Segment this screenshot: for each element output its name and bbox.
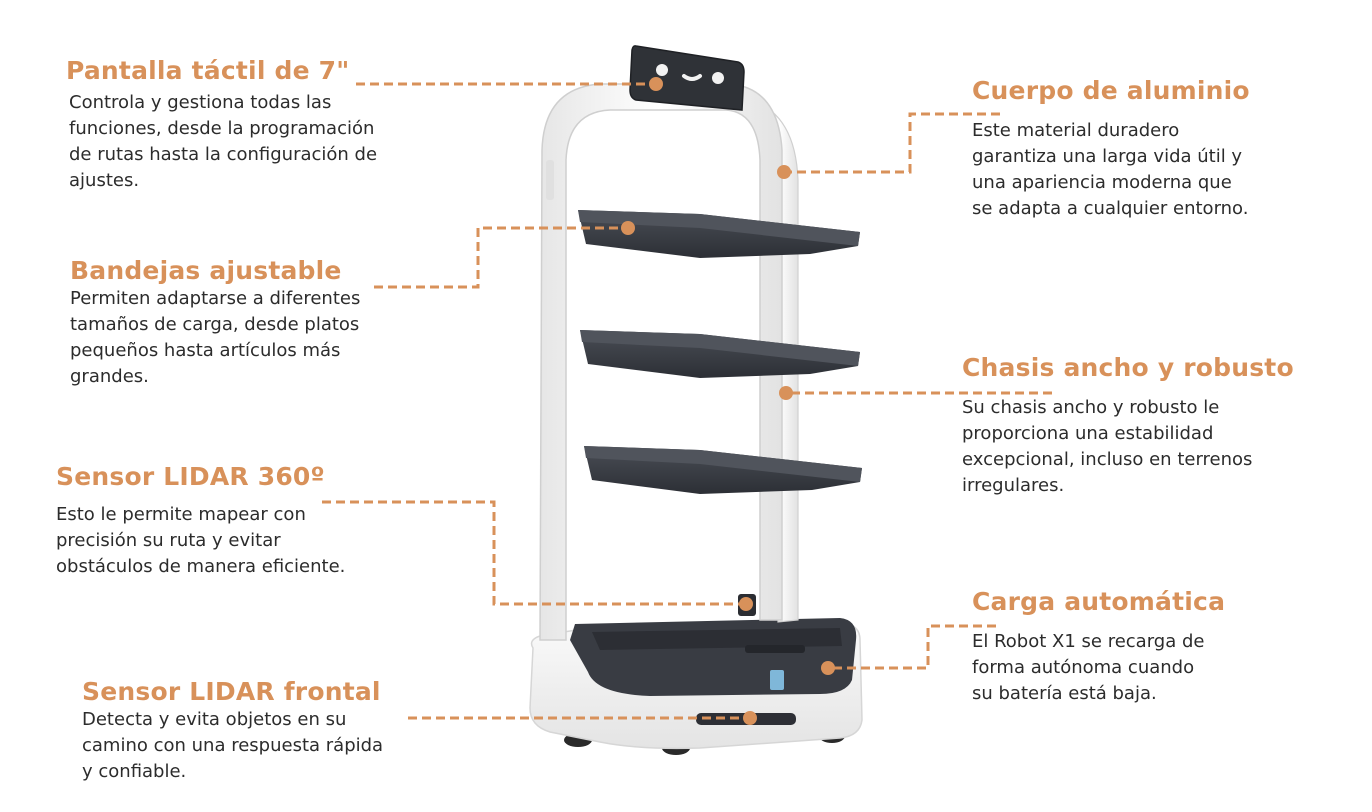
callout-description: Este material duradero garantiza una lar… — [972, 120, 1249, 219]
touchscreen — [629, 45, 745, 111]
callout-title: Cuerpo de aluminio — [972, 76, 1250, 105]
callout-trays: Bandejas ajustable Permiten adaptarse a … — [70, 256, 360, 390]
callout-description: Controla y gestiona todas las funciones,… — [69, 92, 378, 191]
connector-dots — [621, 77, 835, 725]
connector-lidar360 — [322, 500, 746, 606]
callout-title: Sensor LIDAR frontal — [82, 677, 381, 706]
connector-charging — [828, 624, 996, 670]
robot-base — [529, 594, 863, 750]
connector-trays — [374, 226, 628, 289]
callout-title: Carga automática — [972, 587, 1226, 616]
callout-description: Detecta y evita objetos en su camino con… — [82, 709, 384, 782]
callout-chassis: Chasis ancho y robusto Su chasis ancho y… — [962, 353, 1294, 499]
trays — [578, 210, 862, 494]
callout-description: Esto le permite mapear con precisión su … — [56, 504, 346, 577]
callout-title: Sensor LIDAR 360º — [56, 462, 325, 491]
callout-description: Su chasis ancho y robusto le proporciona… — [962, 397, 1253, 496]
callout-lidar-front: Sensor LIDAR frontal Detecta y evita obj… — [82, 677, 383, 785]
callout-title: Chasis ancho y robusto — [962, 353, 1294, 382]
aluminium-frame — [539, 83, 783, 641]
callout-title: Pantalla táctil de 7" — [66, 56, 350, 85]
callout-description: Permiten adaptarse a diferentes tamaños … — [70, 288, 361, 387]
callout-aluminium: Cuerpo de aluminio Este material durader… — [972, 76, 1250, 222]
connector-aluminium — [784, 112, 1000, 174]
connector-lines — [322, 82, 1052, 720]
callout-touchscreen: Pantalla táctil de 7" Controla y gestion… — [66, 56, 377, 194]
callout-title: Bandejas ajustable — [70, 256, 342, 285]
callout-description: El Robot X1 se recarga de forma autónoma… — [972, 631, 1205, 704]
callout-charging: Carga automática El Robot X1 se recarga … — [972, 587, 1225, 707]
callout-lidar360: Sensor LIDAR 360º Esto le permite mapear… — [56, 462, 345, 580]
